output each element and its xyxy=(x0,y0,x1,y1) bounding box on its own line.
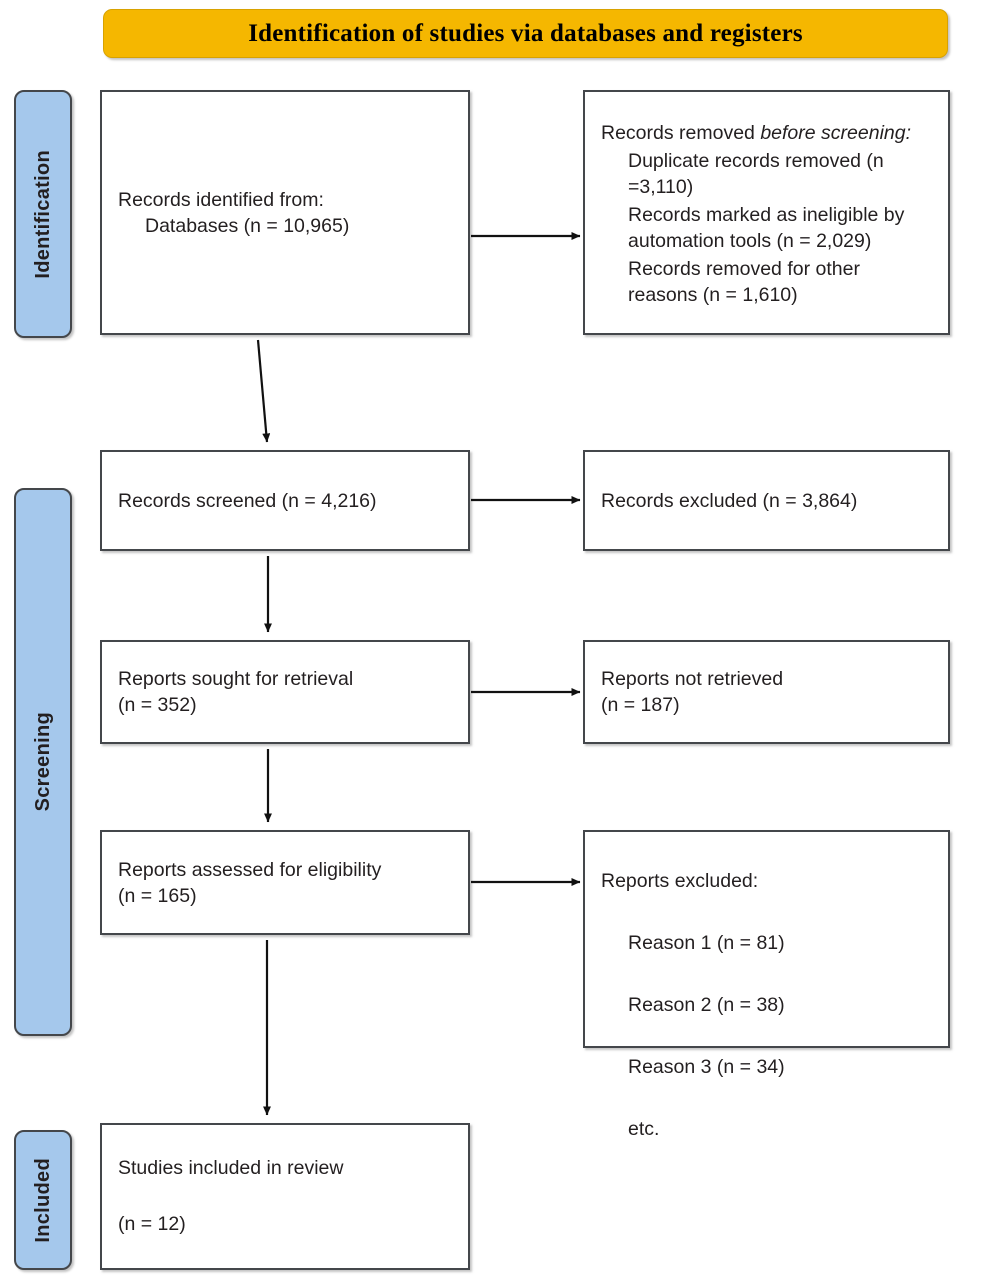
node-reports-not-retrieved-line1: Reports not retrieved xyxy=(601,668,784,690)
node-reports-excluded-reason-3: Reason 3 (n = 34) xyxy=(628,1056,785,1078)
node-records-removed-heading-colon: : xyxy=(905,121,912,144)
node-reports-excluded-heading: Reports excluded: xyxy=(601,870,759,892)
node-records-removed: Records removed before screening: Duplic… xyxy=(583,90,950,335)
node-records-identified-line2: Databases (n = 10,965) xyxy=(145,214,350,237)
node-reports-sought-line2: (n = 352) xyxy=(118,694,197,716)
node-reports-excluded: Reports excluded: Reason 1 (n = 81) Reas… xyxy=(583,830,950,1140)
node-records-removed-item-duplicates: Duplicate records removed (n =3,110) xyxy=(628,149,890,198)
node-reports-excluded-reason-1: Reason 1 (n = 81) xyxy=(628,932,785,954)
node-reports-assessed-line1: Reports assessed for eligibility xyxy=(118,858,382,881)
phase-label-included: Included xyxy=(14,1130,72,1270)
node-records-removed-item-automation: Records marked as ineligible by automati… xyxy=(628,203,910,252)
node-studies-included-line2: (n = 12) xyxy=(118,1213,186,1235)
node-reports-sought: Reports sought for retrieval (n = 352) xyxy=(100,640,470,744)
phase-label-identification: Identification xyxy=(14,90,72,338)
phase-label-included-text: Included xyxy=(31,1157,54,1243)
node-reports-not-retrieved: Reports not retrieved (n = 187) xyxy=(583,640,950,744)
node-records-removed-heading-em: before screening xyxy=(760,121,906,144)
phase-label-screening-text: Screening xyxy=(31,712,54,812)
node-records-removed-heading: Records removed before screening: xyxy=(601,118,932,146)
node-records-identified: Records identified from: Databases (n = … xyxy=(100,90,470,335)
node-studies-included-line1: Studies included in review xyxy=(118,1157,344,1179)
node-reports-assessed-line2: (n = 165) xyxy=(118,884,197,907)
node-reports-excluded-etc: etc. xyxy=(628,1118,660,1140)
node-records-identified-line1: Records identified from: xyxy=(118,188,324,211)
phase-label-identification-text: Identification xyxy=(31,149,54,279)
diagram-title-banner: Identification of studies via databases … xyxy=(103,9,948,58)
arrow-identified-to-screened xyxy=(256,339,271,443)
node-reports-excluded-reason-2: Reason 2 (n = 38) xyxy=(628,994,785,1016)
node-records-excluded-line1: Records excluded (n = 3,864) xyxy=(601,489,858,512)
phase-label-screening: Screening xyxy=(14,488,72,1036)
node-records-screened-line1: Records screened (n = 4,216) xyxy=(118,489,377,512)
node-reports-sought-line1: Reports sought for retrieval xyxy=(118,668,354,690)
node-studies-included: Studies included in review (n = 12) xyxy=(100,1123,470,1270)
node-records-screened: Records screened (n = 4,216) xyxy=(100,450,470,551)
node-reports-not-retrieved-line2: (n = 187) xyxy=(601,694,680,716)
node-records-removed-heading-a: Records removed xyxy=(601,121,761,144)
node-reports-assessed: Reports assessed for eligibility (n = 16… xyxy=(100,830,470,935)
node-records-excluded: Records excluded (n = 3,864) xyxy=(583,450,950,551)
node-records-removed-item-other: Records removed for other reasons (n = 1… xyxy=(628,257,866,306)
diagram-title: Identification of studies via databases … xyxy=(248,19,803,47)
